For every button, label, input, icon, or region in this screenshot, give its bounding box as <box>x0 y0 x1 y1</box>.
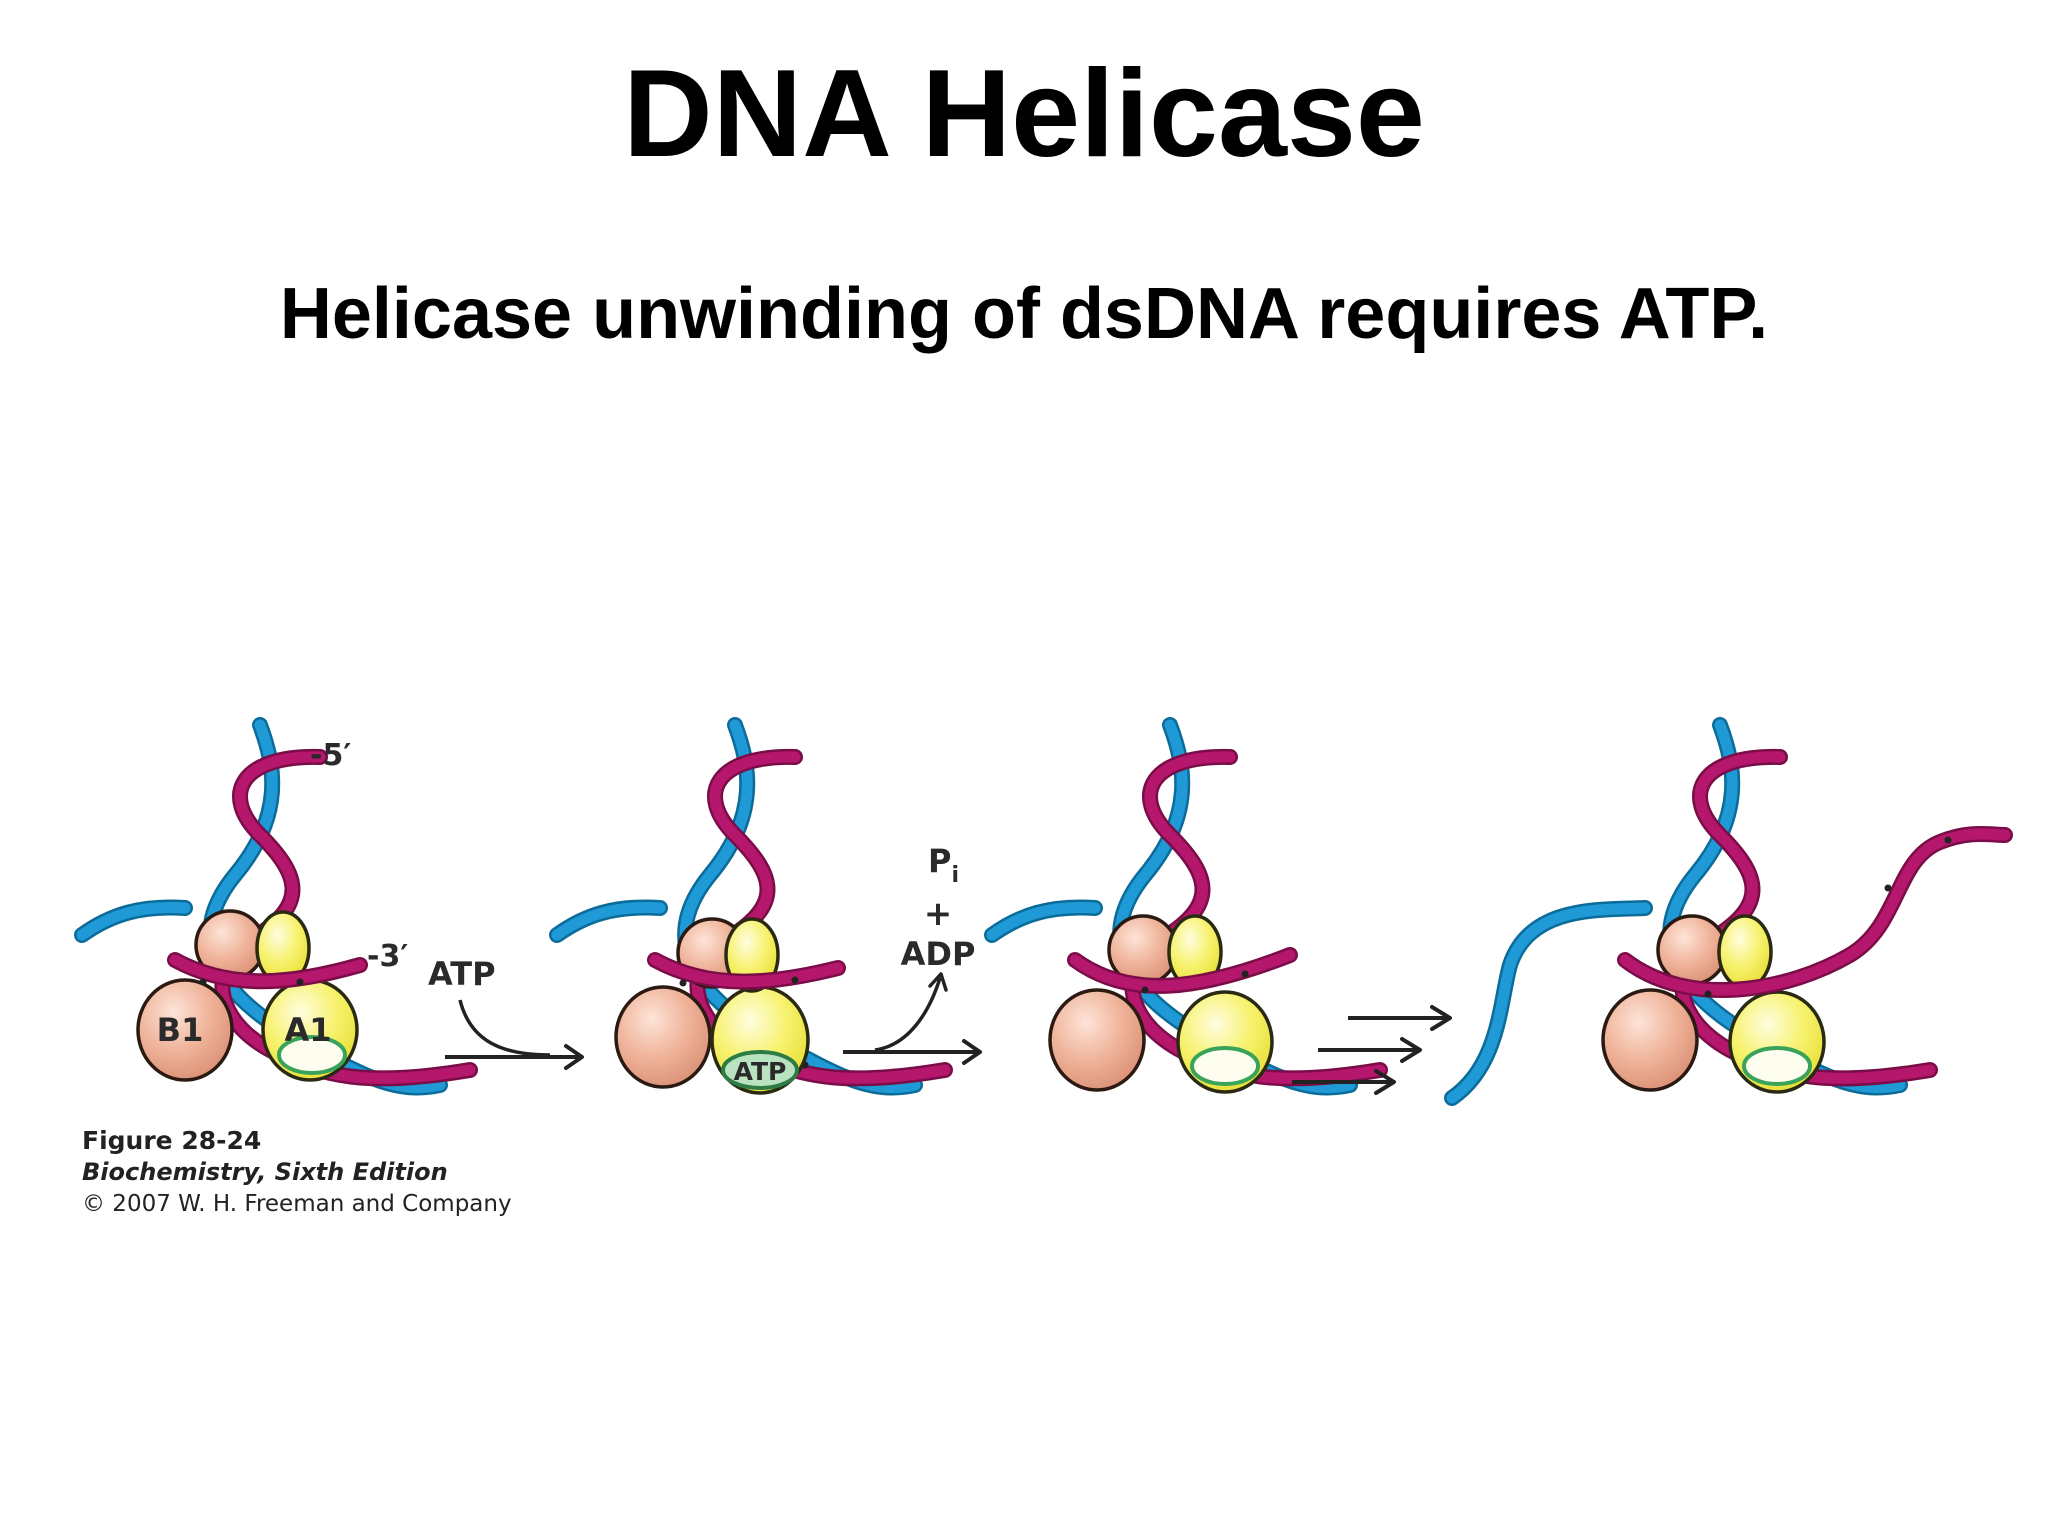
adp-label: ADP <box>901 935 976 973</box>
three-prime-label: -3′ <box>367 939 408 974</box>
subunit-a2-domain <box>1717 914 1773 990</box>
five-prime-label: -5′ <box>310 738 351 773</box>
bound-atp-site <box>721 1050 799 1090</box>
stage-2: ATP <box>549 725 945 1093</box>
b1-label: B1 <box>157 1011 204 1049</box>
stage-3 <box>984 725 1380 1092</box>
atp-input-label: ATP <box>428 955 496 993</box>
repeat-arrows <box>1292 1005 1452 1095</box>
figure-number: Figure 28-24 <box>82 1126 262 1155</box>
atp-binding-site <box>277 1035 347 1075</box>
book-title: Biochemistry, Sixth Edition <box>82 1158 448 1186</box>
slide-subtitle: Helicase unwinding of dsDNA requires ATP… <box>279 274 1769 354</box>
stage-4 <box>1444 725 2013 1106</box>
figure-caption: Figure 28-24 Biochemistry, Sixth Edition… <box>82 1124 512 1219</box>
subunit-b1-domain <box>614 985 712 1089</box>
subunit-b1-domain <box>1601 988 1699 1092</box>
hydrolysis-arrow: Pi + ADP <box>843 842 982 1065</box>
stage-1: -5′ -3′ B1 A1 <box>74 725 470 1088</box>
atp-binding-site <box>1190 1046 1260 1086</box>
bound-atp-label: ATP <box>734 1057 787 1086</box>
pi-label: Pi <box>928 842 959 888</box>
subunit-b2-domain <box>1656 914 1728 986</box>
slide-title: DNA Helicase <box>623 45 1425 183</box>
plus-label: + <box>924 894 953 934</box>
subunit-b1-domain <box>1048 988 1146 1092</box>
atp-binding-site <box>1742 1046 1812 1086</box>
atp-binding-arrow: ATP <box>428 955 584 1070</box>
a1-label: A1 <box>284 1011 331 1049</box>
copyright-line: © 2007 W. H. Freeman and Company <box>82 1190 512 1217</box>
